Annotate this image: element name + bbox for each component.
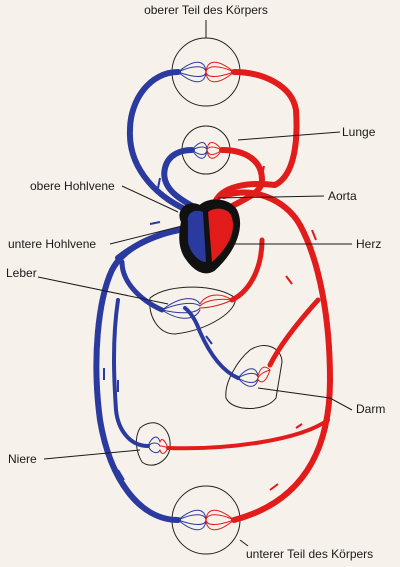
leader-aorta (217, 195, 325, 199)
label-upper-body: oberer Teil des Körpers (144, 3, 268, 17)
leader-lower-body (239, 539, 249, 547)
liver-capillaries (161, 294, 233, 319)
label-upper-vena-cava: obere Hohlvene (30, 179, 115, 193)
arrow-icon (117, 469, 125, 481)
pulmonary-artery (161, 147, 203, 213)
lung-capillaries (191, 142, 223, 159)
heart-right-side (187, 210, 206, 262)
arrow-icon (295, 423, 303, 429)
upper-body-capillaries (177, 61, 235, 83)
pulmonary-vein (219, 147, 265, 213)
lower-body-capillaries (177, 509, 235, 531)
leader-intestine (257, 387, 353, 411)
leader-upper-vena-cava (121, 185, 179, 213)
intestine-artery (267, 297, 321, 368)
arrow-icon (205, 335, 213, 345)
arrow-icon (269, 483, 279, 491)
label-liver: Leber (6, 266, 37, 280)
label-heart: Herz (356, 237, 381, 251)
leader-kidney (43, 449, 141, 460)
label-aorta: Aorta (328, 189, 357, 203)
label-lower-vena-cava: untere Hohlvene (8, 237, 96, 251)
kidney-vein (112, 298, 150, 448)
aorta-descending (221, 189, 333, 523)
liver-vein (119, 259, 165, 313)
label-intestine: Darm (356, 402, 385, 416)
arrow-icon (157, 177, 161, 189)
label-lung: Lunge (342, 125, 376, 139)
arrow-icon (285, 275, 293, 285)
hepatic-artery (229, 237, 265, 303)
leader-lung (237, 131, 341, 141)
kidney-capillaries (147, 436, 169, 454)
arrow-icon (149, 221, 161, 225)
label-lower-body: unterer Teil des Körpers (246, 547, 373, 561)
kidney-artery (166, 418, 330, 451)
aorta-upper (211, 69, 300, 208)
heart-left-side (208, 208, 234, 262)
leader-liver (37, 276, 169, 305)
label-kidney: Niere (8, 452, 37, 466)
flow-arrows (103, 118, 317, 491)
liver-organ (149, 286, 236, 335)
arrow-icon (261, 165, 265, 177)
arrow-icon (311, 229, 317, 241)
portal-vein (183, 306, 240, 380)
upper-body-vein (126, 69, 195, 215)
intestine-capillaries (237, 366, 271, 387)
heart (179, 199, 240, 274)
leader-lower-vena-cava (109, 225, 183, 245)
lower-body-vein (93, 225, 195, 523)
